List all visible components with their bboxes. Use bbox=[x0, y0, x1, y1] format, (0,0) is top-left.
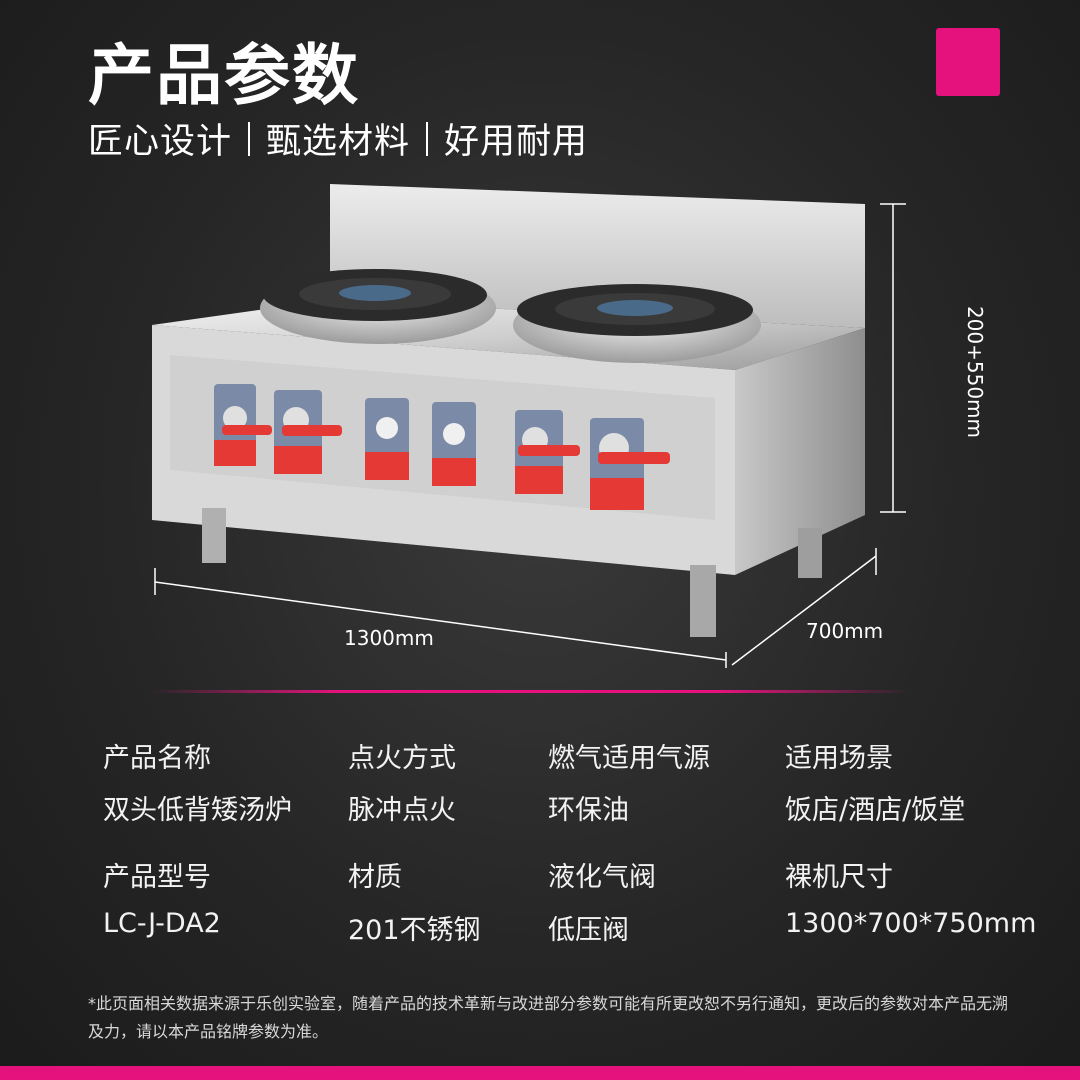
subtitle-separator bbox=[248, 121, 251, 156]
valve-knob bbox=[214, 384, 272, 466]
side-panel bbox=[735, 328, 865, 575]
valve-knob bbox=[515, 410, 580, 494]
bottom-accent-bar bbox=[0, 1066, 1080, 1080]
subtitle-part-2: 甄选材料 bbox=[266, 122, 411, 162]
spec-value: 脉冲点火 bbox=[348, 795, 456, 826]
ignition-switch bbox=[432, 402, 476, 486]
spec-header-row: 产品名称 点火方式 燃气适用气源 适用场景 bbox=[0, 736, 1080, 776]
spec-value-row: LC-J-DA2 201不锈钢 低压阀 1300*700*750mm bbox=[0, 908, 1080, 948]
subtitle-part-1: 匠心设计 bbox=[88, 122, 233, 162]
leg bbox=[690, 565, 716, 637]
spec-value-row: 双头低背矮汤炉 脉冲点火 环保油 饭店/酒店/饭堂 bbox=[0, 788, 1080, 828]
burner-left bbox=[260, 269, 496, 344]
height-dimension-label: 200+550mm bbox=[963, 305, 987, 439]
pink-divider bbox=[150, 690, 910, 693]
leg bbox=[202, 508, 226, 563]
valve-knob bbox=[590, 418, 670, 510]
control-panel bbox=[214, 384, 670, 510]
width-dimension-label: 1300mm bbox=[344, 626, 434, 650]
spec-value: 饭店/酒店/饭堂 bbox=[785, 795, 966, 826]
spec-label: 适用场景 bbox=[785, 743, 893, 774]
stove-illustration bbox=[152, 184, 906, 668]
spec-label: 产品型号 bbox=[103, 862, 211, 893]
spec-value: 环保油 bbox=[548, 795, 629, 826]
subtitle-separator bbox=[426, 121, 429, 156]
spec-label: 燃气适用气源 bbox=[548, 743, 710, 774]
disclaimer-footnote: *此页面相关数据来源于乐创实验室，随着产品的技术革新与改进部分参数可能有所更改恕… bbox=[88, 994, 1009, 1041]
spec-value: LC-J-DA2 bbox=[103, 908, 221, 939]
spec-value: 低压阀 bbox=[548, 915, 629, 946]
ignition-switch bbox=[365, 398, 409, 480]
subtitle: 匠心设计 甄选材料 好用耐用 bbox=[88, 113, 588, 164]
spec-label: 材质 bbox=[348, 862, 402, 893]
spec-value: 1300*700*750mm bbox=[785, 908, 1037, 939]
accent-square bbox=[936, 28, 1000, 96]
product-image bbox=[0, 170, 1080, 690]
page-title: 产品参数 bbox=[88, 37, 360, 114]
spec-header-row: 产品型号 材质 液化气阀 裸机尺寸 bbox=[0, 855, 1080, 895]
spec-value: 201不锈钢 bbox=[348, 915, 481, 946]
spec-label: 裸机尺寸 bbox=[785, 862, 893, 893]
spec-label: 液化气阀 bbox=[548, 862, 656, 893]
burner-right bbox=[513, 284, 761, 363]
spec-value: 双头低背矮汤炉 bbox=[103, 795, 292, 826]
depth-dimension-label: 700mm bbox=[806, 619, 884, 643]
subtitle-part-3: 好用耐用 bbox=[444, 122, 589, 162]
spec-label: 产品名称 bbox=[103, 743, 211, 774]
spec-label: 点火方式 bbox=[348, 743, 456, 774]
dimension-lines bbox=[154, 203, 906, 668]
valve-knob bbox=[274, 390, 342, 474]
leg bbox=[798, 528, 822, 578]
